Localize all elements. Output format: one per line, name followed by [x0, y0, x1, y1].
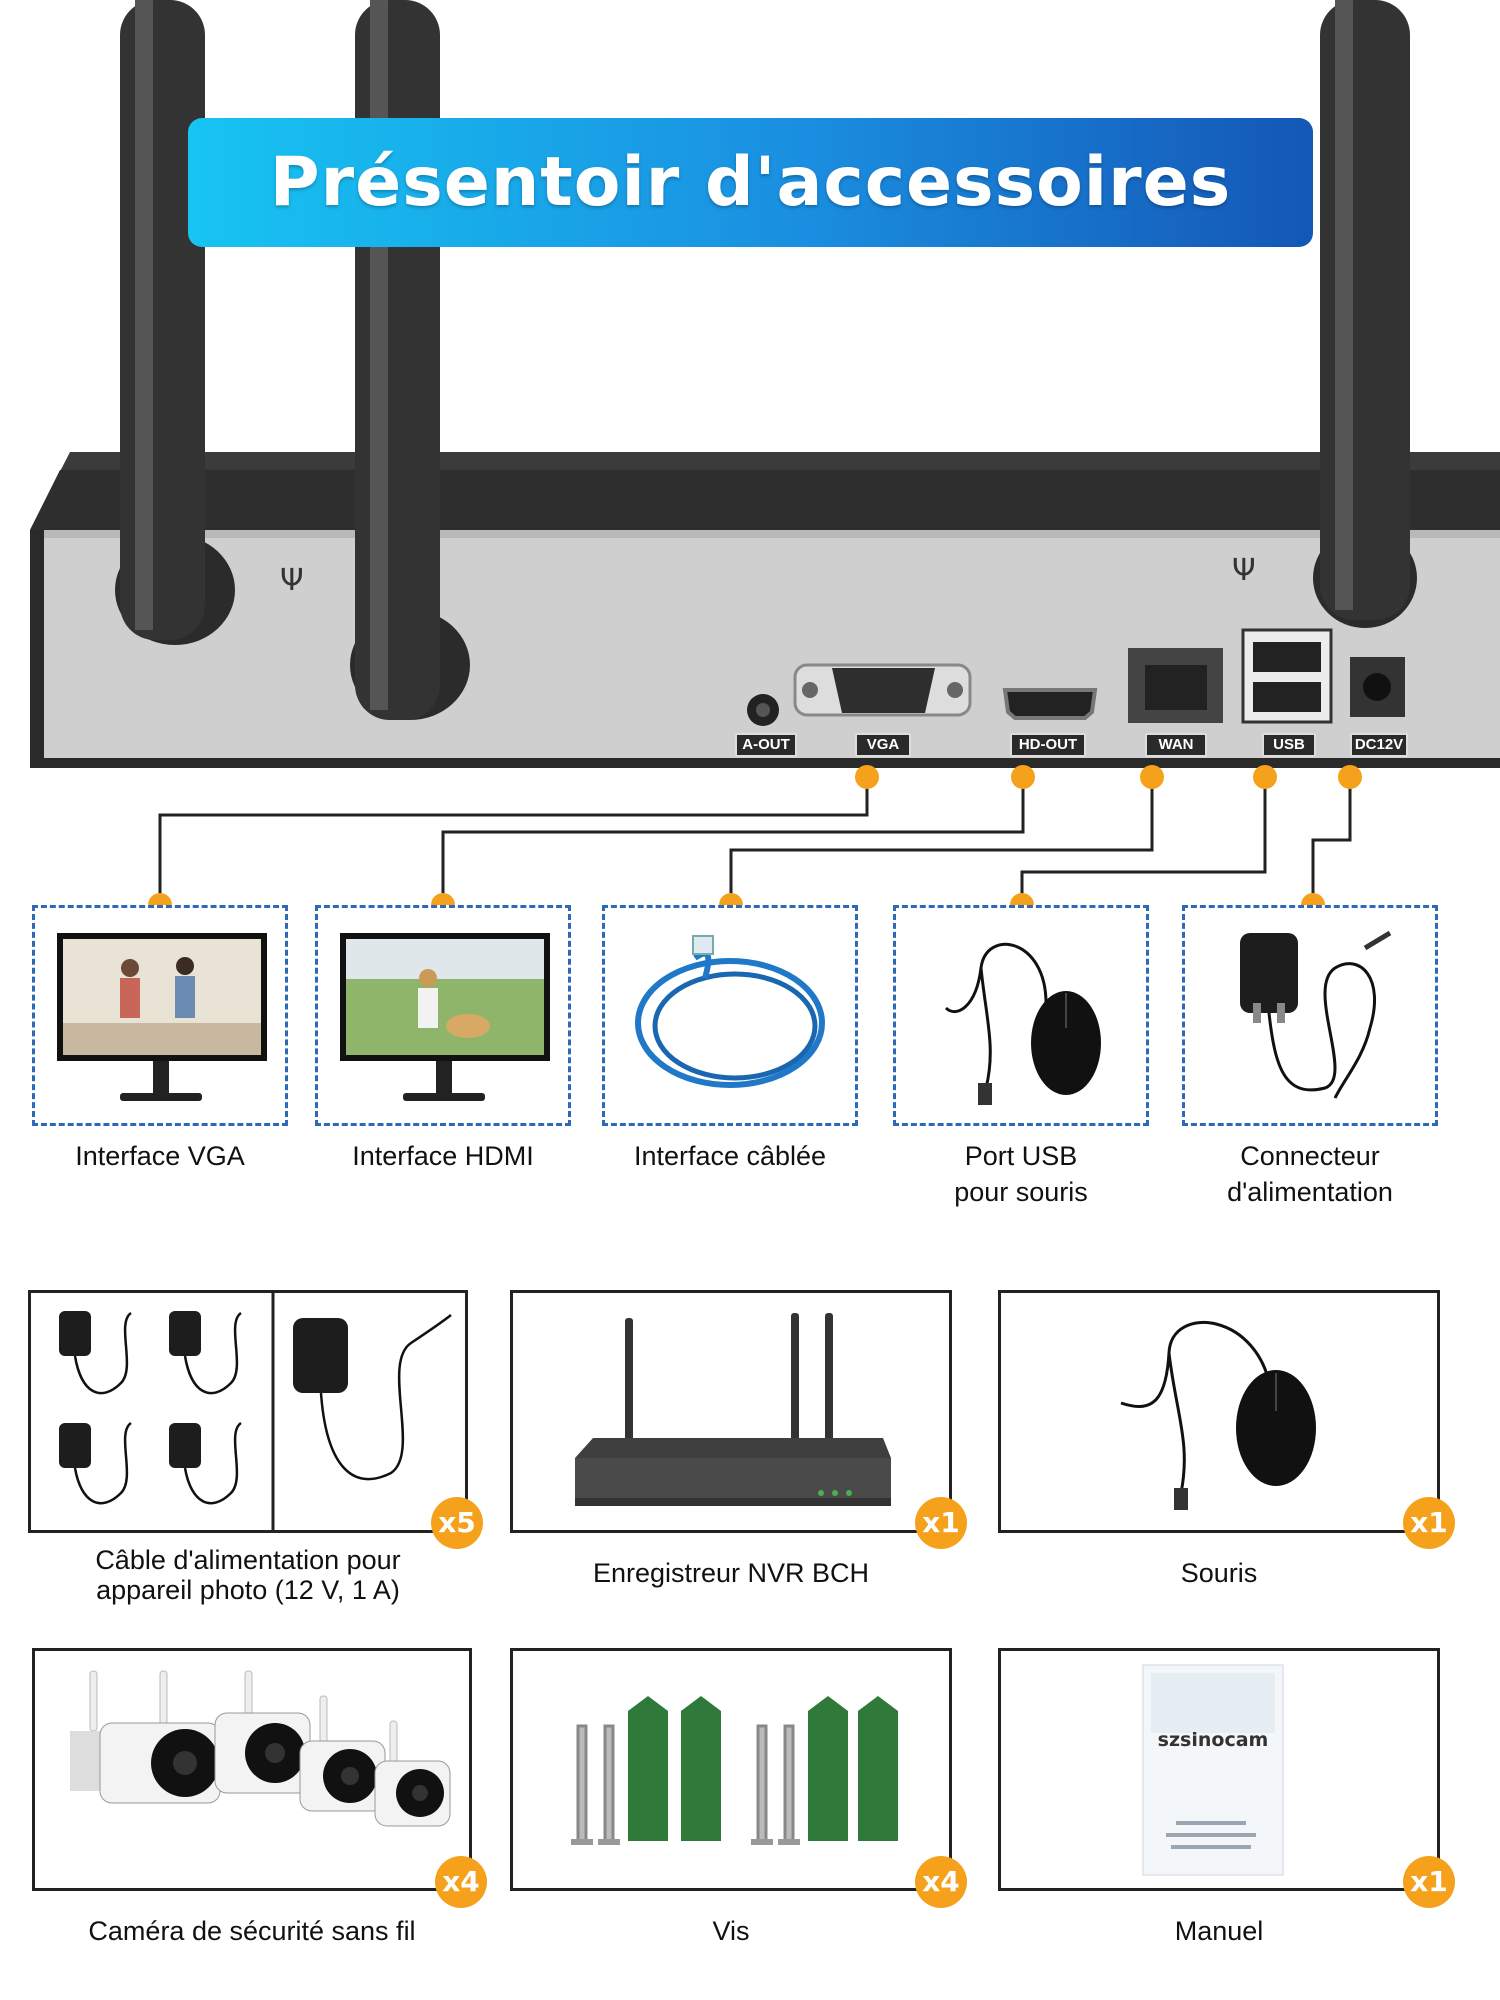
- quantity-badge: x1: [1403, 1497, 1455, 1549]
- power-adapter-icon: [1240, 930, 1392, 1099]
- accessory-label-power-cables-line1: Câble d'alimentation pour: [95, 1545, 401, 1575]
- quantity-badge: x4: [915, 1856, 967, 1908]
- manual-icon: [1142, 1664, 1284, 1876]
- monitor-icon: [340, 933, 550, 1101]
- quantity-badge: x1: [915, 1497, 967, 1549]
- title-banner: Présentoir d'accessoires: [188, 118, 1313, 247]
- interface-label-power: Connecteur d'alimentation: [1182, 1138, 1438, 1210]
- accessory-box-cameras: [32, 1648, 472, 1891]
- port-label-vga: VGA: [855, 733, 911, 757]
- connector-dot: [1253, 765, 1277, 789]
- nvr-recorder-icon: [575, 1313, 891, 1506]
- interface-label-vga: Interface VGA: [75, 1141, 245, 1171]
- interface-box-hdmi: [315, 905, 571, 1126]
- mouse-icon: [944, 942, 1101, 1105]
- accessory-label-power-cables: Câble d'alimentation pour appareil photo…: [28, 1545, 468, 1605]
- accessory-label-screws: Vis: [712, 1916, 750, 1946]
- port-label-hd-out: HD-OUT: [1010, 733, 1086, 757]
- accessory-box-power-cables: [28, 1290, 468, 1533]
- interface-label-usb: Port USB pour souris: [893, 1138, 1149, 1210]
- port-label-dc12v: DC12V: [1350, 733, 1408, 757]
- monitor-icon: [57, 933, 267, 1101]
- interface-box-wired: [602, 905, 858, 1126]
- accessory-box-manual: szsinocam: [998, 1648, 1440, 1891]
- interface-label-usb-line2: pour souris: [954, 1177, 1088, 1207]
- interface-label-hdmi: Interface HDMI: [352, 1141, 534, 1171]
- interface-label-wired: Interface câblée: [633, 1141, 827, 1171]
- connector-lines: [148, 765, 1362, 917]
- power-adapter-icon: [59, 1293, 452, 1530]
- connector-dot: [855, 765, 879, 789]
- svg-text:Ψ: Ψ: [280, 563, 304, 598]
- accessory-box-mouse: [998, 1290, 1440, 1533]
- interface-box-usb: [893, 905, 1149, 1126]
- port-label-usb: USB: [1262, 733, 1316, 757]
- accessory-box-nvr: [510, 1290, 952, 1533]
- manual-brand-text: szsinocam: [1157, 1729, 1269, 1751]
- camera-icon: [70, 1670, 451, 1827]
- accessory-label-mouse: Souris: [1180, 1558, 1258, 1588]
- accessory-label-nvr: Enregistreur NVR BCH: [592, 1558, 870, 1588]
- connector-dot: [1011, 765, 1035, 789]
- interface-label-usb-line1: Port USB: [964, 1141, 1078, 1171]
- page-title: Présentoir d'accessoires: [269, 143, 1232, 222]
- ethernet-cable-icon: [635, 935, 825, 1088]
- quantity-badge: x1: [1403, 1856, 1455, 1908]
- nvr-rear-panel: Ψ Ψ: [30, 0, 1500, 768]
- accessory-label-power-cables-line2: appareil photo (12 V, 1 A): [96, 1575, 400, 1605]
- connector-dot: [1338, 765, 1362, 789]
- interface-box-vga: [32, 905, 288, 1126]
- port-label-wan: WAN: [1145, 733, 1207, 757]
- svg-text:Ψ: Ψ: [1232, 553, 1256, 588]
- antenna: [355, 0, 440, 720]
- interface-label-power-line1: Connecteur: [1240, 1141, 1380, 1171]
- quantity-badge: x4: [435, 1856, 487, 1908]
- antenna: [1320, 0, 1410, 620]
- quantity-badge: x5: [431, 1497, 483, 1549]
- interface-box-power: [1182, 905, 1438, 1126]
- interface-label-power-line2: d'alimentation: [1227, 1177, 1393, 1207]
- port-label-a-out: A-OUT: [735, 733, 797, 757]
- accessory-box-screws: [510, 1648, 952, 1891]
- connector-dot: [1140, 765, 1164, 789]
- antenna: [120, 0, 205, 640]
- mouse-icon: [1120, 1320, 1316, 1510]
- accessory-label-manual: Manuel: [1174, 1916, 1264, 1946]
- screw-icon: [571, 1696, 898, 1845]
- accessory-label-cameras: Caméra de sécurité sans fil: [88, 1916, 416, 1946]
